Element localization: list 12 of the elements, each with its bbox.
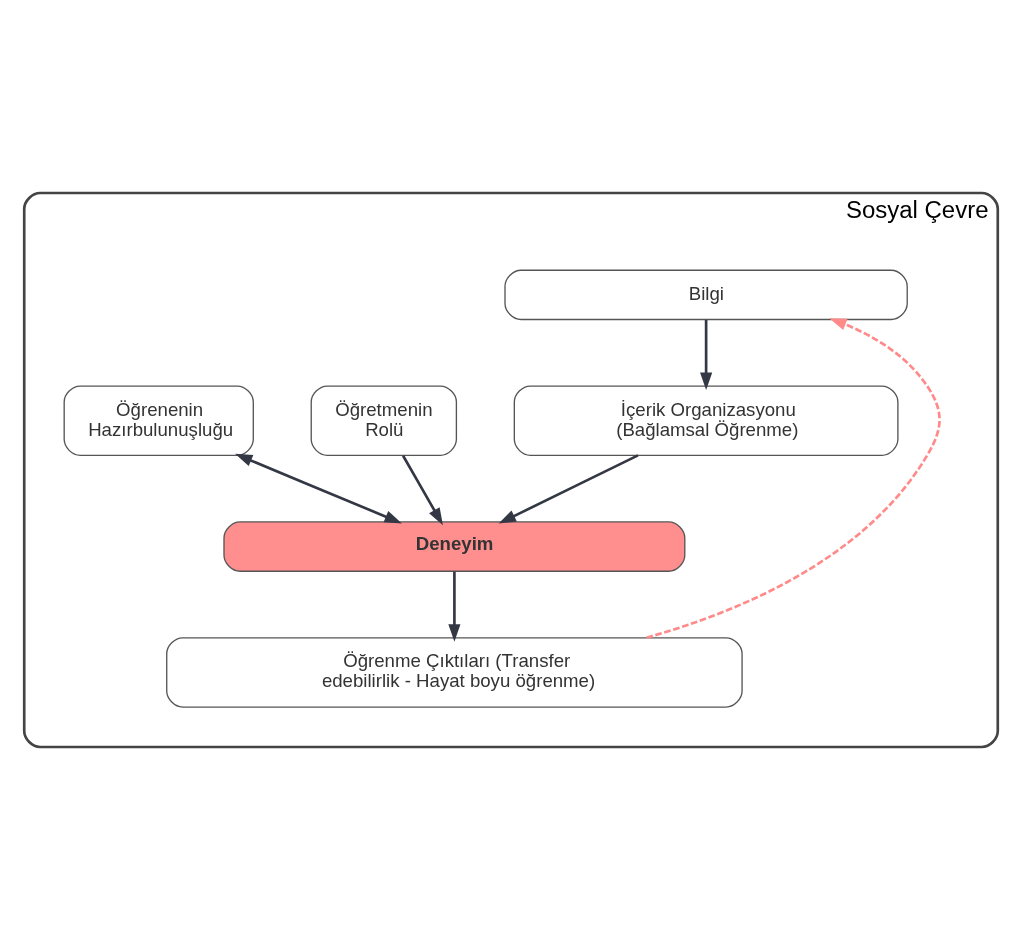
node-box: Öğrenme Çıktıları (Transfer edebilirlik - Hayat boyu öğrenme) [166, 636, 743, 708]
arrow [498, 453, 639, 524]
node-box: Öğrenenin Hazırbulunuşluğu [63, 384, 254, 456]
arrow [448, 571, 461, 642]
node-box: Deneyim [223, 520, 686, 572]
arrow [700, 319, 713, 390]
arrow [401, 454, 443, 525]
node-box: İçerik Organizasyonu (Bağlamsal Öğrenme) [513, 384, 899, 456]
arrow [235, 453, 402, 523]
node-box: Öğretmenin Rolü [310, 384, 458, 456]
arrow [646, 317, 941, 639]
node-box: Bilgi [504, 269, 908, 320]
